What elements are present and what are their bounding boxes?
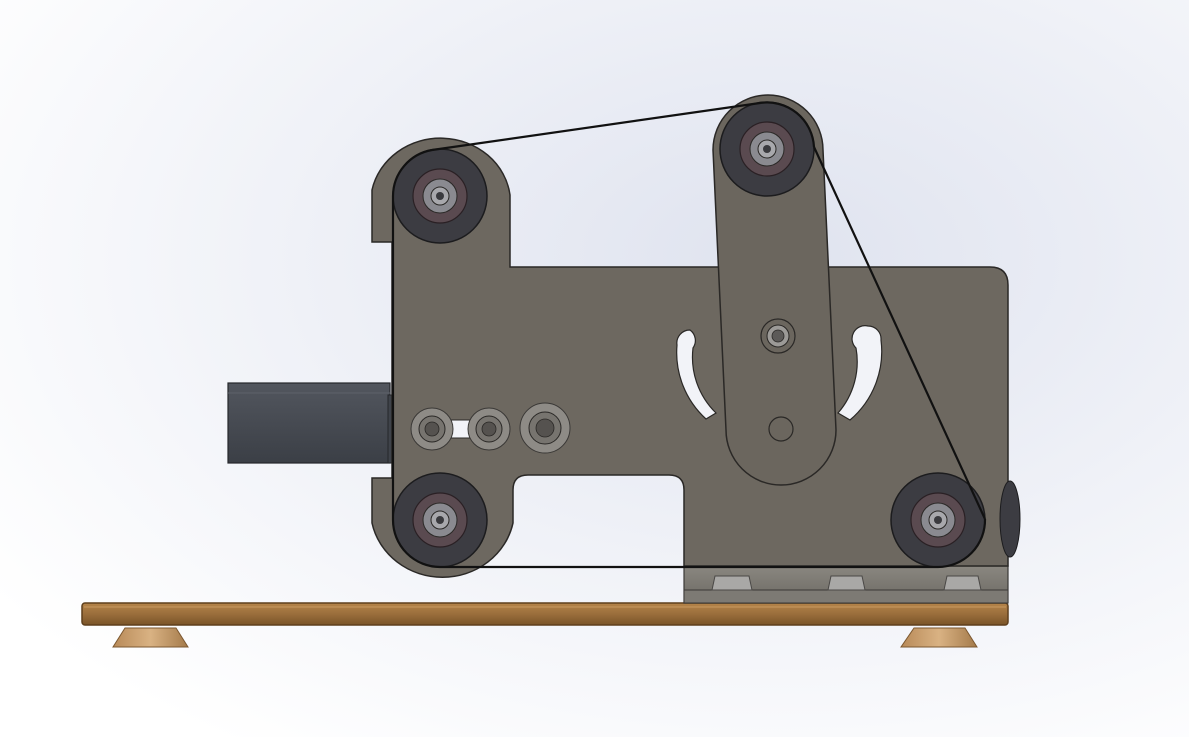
contact-wheel-top-left [392, 148, 488, 244]
motor-body [227, 382, 403, 464]
arm-pivot-hole [768, 416, 794, 442]
motor-mount-nut [519, 402, 571, 454]
base-screw [827, 575, 866, 591]
motor-mount-nut [410, 407, 454, 451]
rubber-foot-right [900, 627, 978, 648]
drive-wheel-bottom-right [890, 472, 986, 568]
contact-wheel-bottom-left [392, 472, 488, 568]
motor-mount-nut [467, 407, 511, 451]
base-screw [711, 575, 753, 591]
abrasive-belt [391, 101, 987, 569]
idler-wheel-top-right [719, 101, 815, 197]
arc-slot-left [676, 329, 717, 420]
arm-bolt [760, 318, 796, 354]
rubber-foot-left [112, 627, 189, 648]
tensioner-arm [712, 94, 837, 486]
arc-slot-right [837, 325, 883, 421]
wood-base [81, 602, 1009, 626]
drive-wheel-edge [999, 480, 1021, 558]
base-screw [943, 575, 982, 591]
